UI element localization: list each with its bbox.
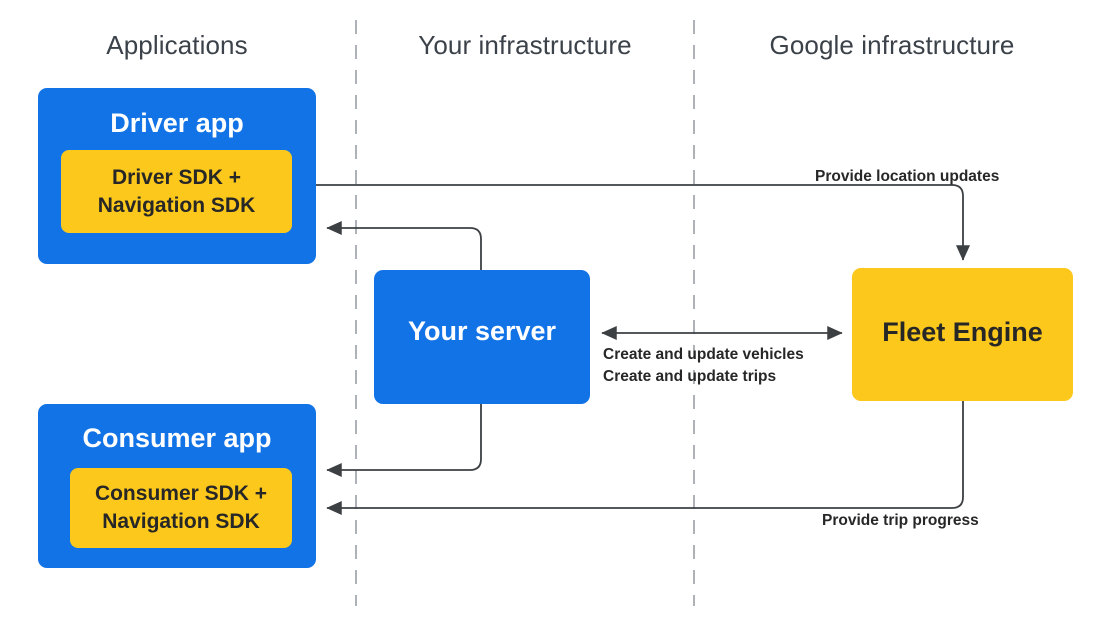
node-fleet-engine[interactable]: Fleet Engine: [852, 268, 1073, 401]
node-your-server[interactable]: Your server: [374, 270, 590, 404]
edge-label-provide-location-updates: Provide location updates: [815, 168, 1000, 185]
edge-fleet-to-consumer: [326, 401, 964, 516]
edge-label-create-and-update-line1: Create and update vehicles: [603, 346, 804, 363]
node-driver-sdk[interactable]: Driver SDK + Navigation SDK: [61, 150, 292, 233]
edge-server-to-consumer: [326, 404, 482, 478]
node-driver-sdk-line2: Navigation SDK: [97, 193, 256, 217]
node-driver-sdk-line1: Driver SDK +: [112, 165, 241, 189]
node-consumer-sdk-line2: Navigation SDK: [102, 510, 260, 533]
node-consumer-app-title: Consumer app: [82, 423, 272, 453]
node-fleet-engine-title: Fleet Engine: [882, 317, 1043, 347]
column-header-your-infrastructure: Your infrastructure: [418, 30, 632, 60]
node-driver-app[interactable]: Driver app Driver SDK + Navigation SDK: [38, 88, 316, 264]
node-consumer-app[interactable]: Consumer app Consumer SDK + Navigation S…: [38, 404, 316, 568]
node-driver-app-title: Driver app: [110, 108, 244, 138]
edge-label-create-and-update: Create and update vehicles Create and up…: [603, 344, 804, 389]
edge-driver-to-fleet: [292, 184, 971, 261]
column-header-applications: Applications: [106, 30, 248, 60]
node-your-server-title: Your server: [407, 316, 557, 346]
edge-server-to-driver: [326, 220, 482, 270]
edge-label-create-and-update-line2: Create and update trips: [603, 368, 777, 386]
edge-label-provide-trip-progress: Provide trip progress: [822, 512, 979, 529]
node-consumer-sdk-line1: Consumer SDK +: [94, 482, 268, 506]
column-header-google-infrastructure: Google infrastructure: [769, 30, 1015, 60]
node-consumer-sdk[interactable]: Consumer SDK + Navigation SDK: [70, 468, 292, 548]
